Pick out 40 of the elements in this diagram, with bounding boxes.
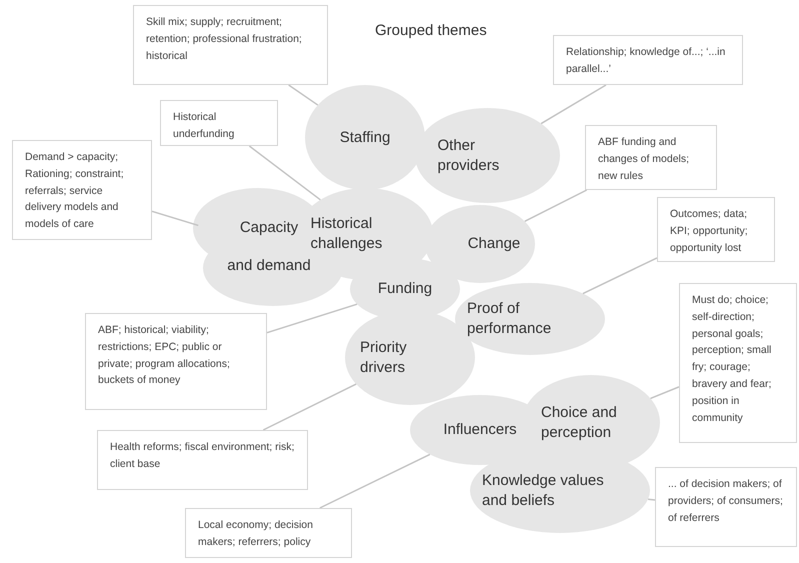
callout-box [160,100,278,146]
callout-text: Health reforms; fiscal environment; risk; client base [110,440,295,472]
callout-box [553,35,743,85]
theme-label: Capacity [240,218,298,238]
callout-text: ... of decision makers; of providers; of consumers; of referrers [668,477,784,526]
callout-box [85,313,267,410]
theme-label: Knowledge values and beliefs [482,470,605,510]
theme-ellipse [305,85,425,190]
callout-box [655,467,797,547]
callout-box [585,125,717,190]
callout-text: Skill mix; supply; recruitment; retention; professional frustration; historical [146,15,303,64]
callout-text: Outcomes; data; KPI; opportunity; opportunity lost [670,207,749,256]
callout-text: ABF; historical; viability; restrictions; EPC; public or private; program allocations; buckets of money [98,323,231,388]
theme-ellipse [425,205,535,283]
callout-text: Relationship; knowledge of...; ‘...in parallel...’ [566,45,726,77]
theme-label: Proof of performance [467,299,552,339]
callout-text: Must do; choice; self-direction; personal goals; perception; small fry; courage; bravery and fear; position in community [692,293,772,426]
theme-label: Priority drivers [360,338,408,378]
callout-box [679,283,797,443]
theme-ellipse [470,448,650,533]
callout-text: Demand > capacity; Rationing; constraint; referrals; service delivery models and models of care [25,150,125,232]
theme-label: Other providers [438,136,500,176]
theme-ellipse [415,108,560,203]
callout-box [12,140,152,240]
callout-box [185,508,352,558]
theme-label: Staffing [340,128,390,148]
theme-label: Historical challenges [310,214,384,254]
callout-text: Historical underfunding [173,110,236,142]
theme-label: Influencers [443,420,517,440]
callout-box [97,430,308,490]
theme-label: Choice and perception [541,402,618,442]
theme-label: Funding [378,279,432,299]
callout-text: ABF funding and changes of models; new rules [598,135,690,184]
diagram-title: Grouped themes [375,21,487,41]
theme-ellipse [455,283,605,355]
callout-text: Local economy; decision makers; referrers; policy [198,518,314,550]
callout-box [133,5,328,85]
theme-label: and demand [227,256,311,276]
theme-label: Change [468,234,520,254]
callout-box [657,197,775,262]
